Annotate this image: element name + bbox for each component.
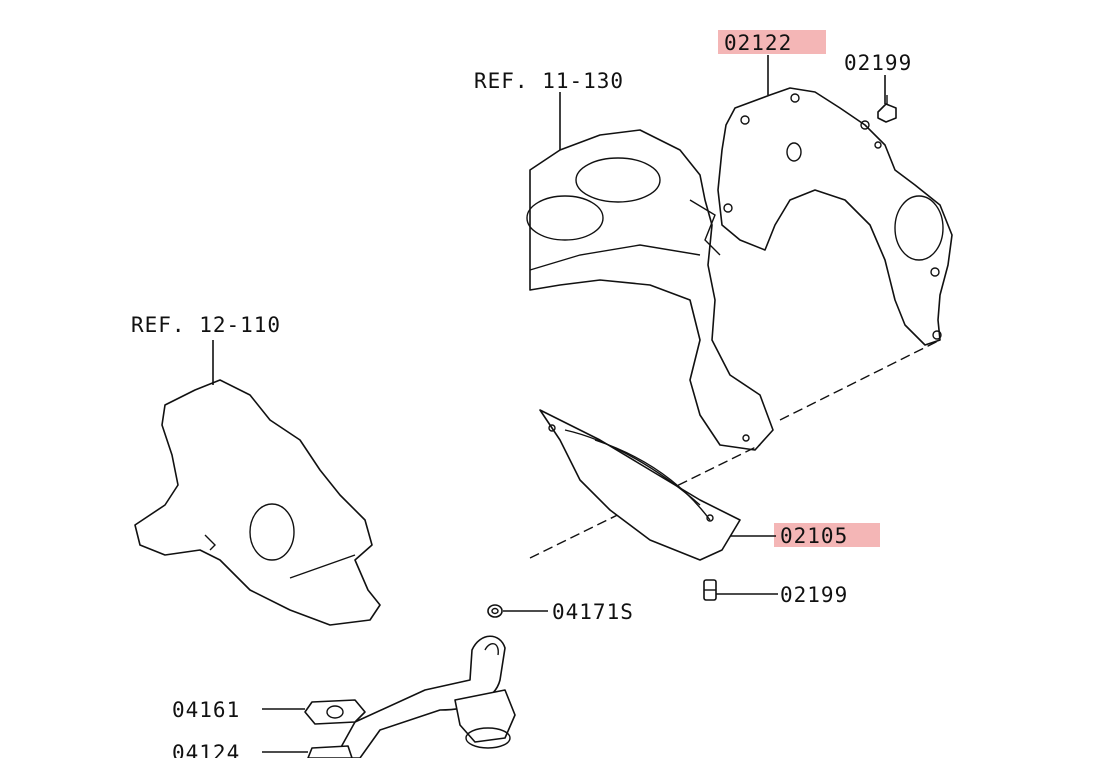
label-02122[interactable]: 02122 (724, 31, 792, 55)
bolt-02199-top (877, 95, 897, 123)
bolt-02199-bottom (703, 579, 717, 601)
oil-strainer-pipe (334, 635, 516, 758)
cover-02105 (539, 409, 741, 561)
label-04171s[interactable]: 04171S (552, 600, 634, 624)
label-02199-top[interactable]: 02199 (844, 51, 912, 75)
rear-plate-02122 (717, 87, 953, 442)
nut-04171s (487, 604, 503, 618)
label-04124[interactable]: 04124 (172, 741, 240, 758)
label-ref-11-130[interactable]: REF. 11-130 (474, 69, 624, 93)
label-02199-bottom[interactable]: 02199 (780, 583, 848, 607)
centerline-upper (779, 339, 941, 421)
engine-block (526, 129, 774, 451)
label-04161[interactable]: 04161 (172, 698, 240, 722)
part-04124 (307, 745, 353, 758)
gasket-04161 (304, 699, 366, 725)
highlight-02122 (718, 30, 826, 54)
highlight-02105 (774, 523, 880, 547)
front-case (134, 379, 381, 626)
label-ref-12-110[interactable]: REF. 12-110 (131, 313, 281, 337)
label-02105[interactable]: 02105 (780, 524, 848, 548)
